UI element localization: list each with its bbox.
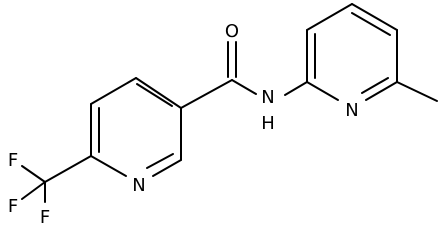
- bond-nh-ring: [284, 81, 308, 96]
- bond-right-ring-f: [306, 81, 339, 101]
- bond-left-ring-a-inner: [136, 83, 173, 107]
- bond-cf3-f2: [21, 181, 46, 200]
- bonds: [21, 3, 438, 203]
- molecule-structure: O N H N N F F F: [8, 3, 438, 228]
- bond-left-ring-b: [90, 77, 137, 105]
- atom-nh-h: H: [261, 113, 275, 134]
- bond-right-ring-c: [351, 3, 398, 31]
- bond-right-ring-e-inner: [361, 77, 389, 94]
- atom-labels: O N H N N F F F: [8, 21, 359, 228]
- bond-right-ring-c-inner: [351, 12, 391, 36]
- bond-carbonyl-nh: [231, 79, 257, 95]
- bond-left-ring-e: [152, 159, 182, 177]
- bond-left-ring-d: [90, 155, 127, 177]
- atom-nh-n: N: [261, 87, 274, 108]
- atom-f-1: F: [8, 150, 18, 171]
- bond-ring-cf3: [44, 155, 92, 183]
- bond-methyl: [396, 81, 438, 102]
- atom-f-2: F: [8, 196, 18, 217]
- bond-left-ring-e-inner: [146, 153, 174, 169]
- atom-n-left-ring: N: [132, 175, 145, 196]
- bond-cf3-f1: [21, 165, 46, 183]
- bond-right-ring-b: [306, 3, 353, 31]
- bond-right-ring-e: [365, 81, 398, 101]
- atom-f-3: F: [40, 207, 50, 228]
- atom-o: O: [225, 21, 239, 42]
- atom-n-right-ring: N: [345, 100, 358, 121]
- bond-left-ring-a: [135, 77, 182, 109]
- bond-carbonyl-ring: [180, 79, 233, 109]
